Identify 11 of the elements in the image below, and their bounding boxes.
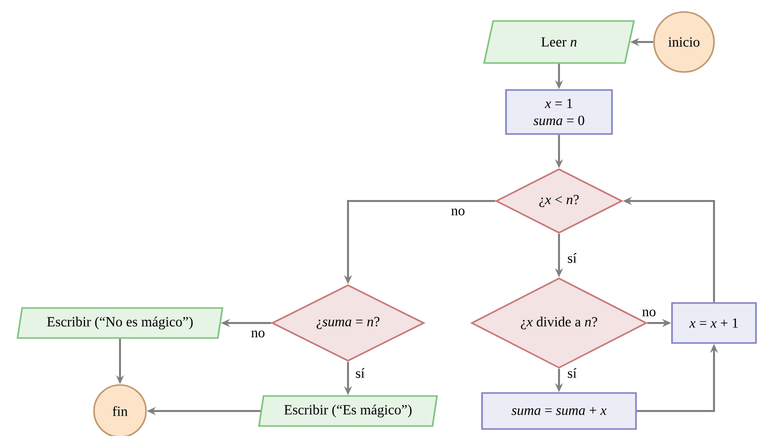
edge-label: sí	[354, 367, 366, 379]
io-parallelogram: Escribir (“Es mágico”)	[258, 395, 438, 427]
io-parallelogram: Escribir (“No es mágico”)	[16, 307, 224, 339]
process-box: x = x + 1	[671, 302, 757, 344]
io-parallelogram: Leer n	[483, 20, 635, 64]
process-box: suma = suma + x	[481, 392, 637, 430]
edge-label: no	[250, 330, 266, 338]
process-box: x = 1 suma = 0	[505, 89, 613, 135]
edge-label: sí	[566, 367, 578, 379]
edge-label: no	[450, 208, 466, 216]
edge-label: sí	[566, 252, 578, 264]
